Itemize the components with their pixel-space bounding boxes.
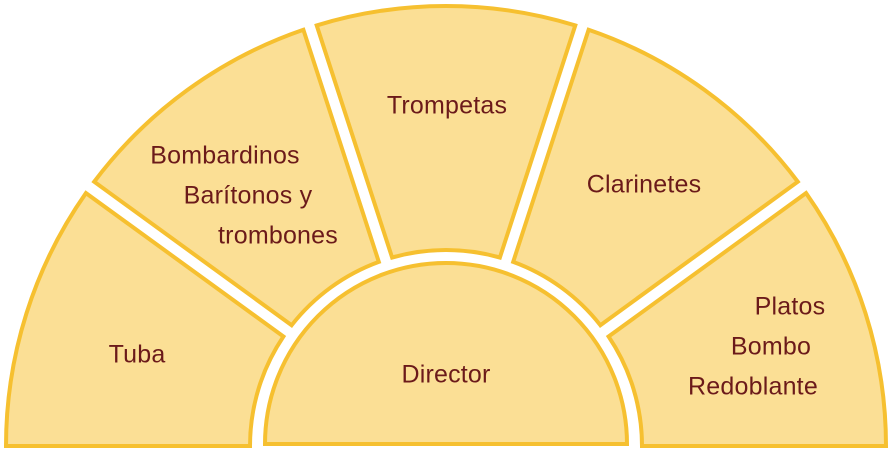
label-trompetas: Trompetas xyxy=(386,91,508,120)
label-platos: Platos xyxy=(754,292,826,321)
section-bombardinos xyxy=(91,27,382,328)
section-tuba xyxy=(3,190,287,448)
section-clarinetes xyxy=(510,27,801,328)
section-trompetas xyxy=(314,4,578,261)
label-redoblante: Redoblante xyxy=(688,372,818,401)
label-bombardinos-line1: Bombardinos xyxy=(150,141,300,170)
label-bombardinos-line3: trombones xyxy=(218,221,338,250)
label-clarinetes: Clarinetes xyxy=(586,170,702,199)
label-tuba: Tuba xyxy=(108,340,166,369)
label-bombardinos-line2: Barítonos y xyxy=(183,181,313,210)
section-director xyxy=(262,261,630,446)
label-bombo: Bombo xyxy=(730,332,812,361)
section-percusion xyxy=(605,190,889,448)
label-director: Director xyxy=(401,360,491,389)
